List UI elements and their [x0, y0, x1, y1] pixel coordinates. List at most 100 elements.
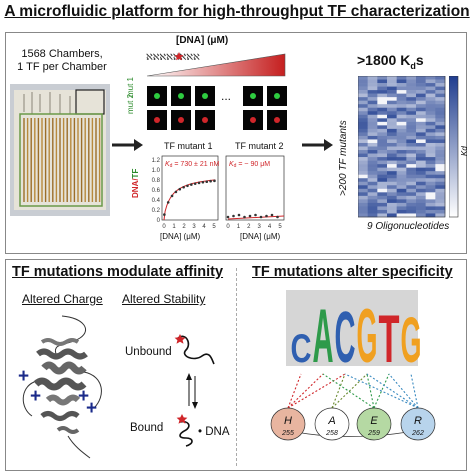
data-point [178, 187, 182, 191]
heatmap-cell [396, 90, 407, 94]
equilibrium-arrows [186, 373, 198, 409]
heatmap-cell [377, 213, 388, 218]
y-tick-label: 0.6 [152, 188, 161, 194]
heatmap-cell [425, 93, 436, 98]
fluorescence-dot [154, 93, 160, 99]
heatmap-cell [416, 181, 426, 186]
heatmap-cell [416, 97, 426, 101]
heatmap-xlabel: 9 Oligonucleotides [367, 221, 450, 232]
heatmap-cell [358, 139, 368, 144]
data-point [213, 179, 216, 183]
heatmap-cell [435, 171, 446, 175]
heatmap-cell [387, 199, 397, 204]
x-tick-label: 0 [226, 224, 230, 230]
heatmap-cell [396, 164, 407, 168]
heatmap-cell [377, 90, 388, 94]
heatmap-cell [387, 97, 397, 101]
heatmap-cell [406, 209, 417, 214]
heatmap-cell [425, 202, 436, 207]
heatmap-cell [435, 139, 446, 144]
heatmap-cell [387, 100, 397, 105]
heatmap-cell [367, 157, 378, 161]
heatmap-cell [425, 139, 436, 144]
y-axis-label: DNA/TF [131, 169, 140, 198]
fluorescence-rows: ... [147, 86, 287, 130]
kd-annotation: Kd = 730 ± 21 nM [165, 161, 219, 169]
heatmap-cell [425, 209, 436, 214]
heatmap-cell [406, 153, 417, 158]
bottom-panel [5, 259, 467, 471]
heatmap-cell [406, 79, 417, 84]
heatmap-cell [435, 146, 446, 151]
svg-text:ℵℵℵℵℵℵℵℵ: ℵℵℵℵℵℵℵℵ [146, 53, 200, 63]
heatmap-cell [425, 114, 436, 119]
heatmap-cell [396, 178, 407, 183]
heatmap-cell [396, 192, 407, 197]
data-point [237, 213, 241, 217]
heatmap-cell [396, 160, 407, 165]
heatmap-cell [416, 93, 426, 98]
heatmap-cell [358, 192, 368, 197]
heatmap-cell [406, 178, 417, 183]
heatmap-cell [377, 174, 388, 179]
heatmap-cell [396, 139, 407, 144]
heatmap-cell [387, 157, 397, 161]
heatmap-cell [367, 93, 378, 98]
heatmap-cell [406, 100, 417, 105]
fluorescence-dot [250, 93, 256, 99]
heatmap-cell [406, 160, 417, 165]
heatmap-title-sub: d [410, 60, 416, 71]
x-tick-label: 2 [182, 224, 186, 230]
heatmap-cell [406, 121, 417, 126]
plot-frame [161, 155, 219, 221]
heatmap-cell [425, 83, 436, 87]
contact-line [331, 373, 346, 409]
heatmap-cell [425, 199, 436, 204]
x-tick-label: 0 [162, 224, 166, 230]
heatmap-cell [406, 93, 417, 98]
heatmap-cell [358, 181, 368, 186]
y-tick-label: 1.0 [152, 168, 161, 174]
heatmap-cell [377, 209, 388, 214]
heatmap-cell [406, 206, 417, 211]
heatmap-cell [416, 139, 426, 144]
heatmap-cell [367, 114, 378, 119]
heatmap-cell [425, 150, 436, 154]
heatmap-cell [425, 160, 436, 165]
plot2-title: TF mutant 2 [235, 141, 284, 151]
heatmap-cell [435, 188, 446, 193]
data-point [205, 180, 209, 184]
heatmap-cell [358, 209, 368, 214]
heatmap-cell [387, 132, 397, 137]
logo-letter-t: T [379, 301, 400, 377]
data-point [209, 179, 212, 183]
heatmap-cell [425, 76, 436, 80]
dna-label: • DNA [198, 426, 230, 438]
heatmap-cell [367, 174, 378, 179]
fluorescence-dot [202, 93, 208, 99]
heatmap-cell [358, 90, 368, 94]
heatmap-cell [387, 104, 397, 109]
heatmap-cell [435, 150, 446, 154]
heatmap-cell [435, 209, 446, 214]
heatmap-cell [416, 171, 426, 175]
heatmap-cell [377, 188, 388, 193]
heatmap-cell [416, 157, 426, 161]
heatmap-cell [358, 188, 368, 193]
heatmap-ylabel: >200 TF mutants [338, 120, 349, 196]
heatmap-cell [367, 132, 378, 137]
heatmap-cell [396, 174, 407, 179]
heatmap-cell [416, 142, 426, 147]
heatmap-cell [425, 121, 436, 126]
heatmap-cell [387, 181, 397, 186]
contact-line [287, 373, 324, 409]
heatmap-cell [435, 185, 446, 190]
heatmap-cell [377, 128, 388, 133]
data-point [232, 214, 235, 218]
heatmap-cell [387, 153, 397, 158]
heatmap-cell [387, 125, 397, 130]
heatmap-cell [435, 206, 446, 211]
heatmap-cell [416, 199, 426, 204]
heatmap-cell [416, 164, 426, 168]
heatmap-cell [406, 150, 417, 154]
